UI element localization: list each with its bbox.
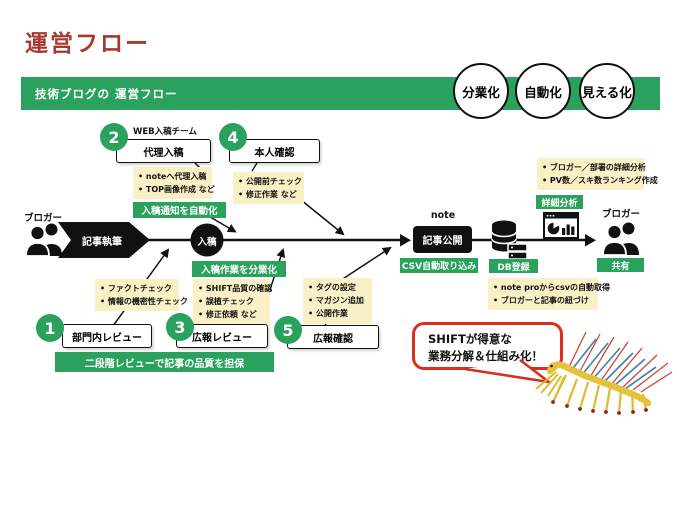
label-detail-analysis: 詳細分析 [536, 195, 583, 209]
badge-visualization: 見える化 [579, 63, 635, 119]
database-icon [491, 220, 527, 260]
label-two-stage-review: 二段階レビューで記事の品質を担保 [55, 352, 274, 372]
note-dept-review: ファクトチェック情報の機密性チェック [95, 279, 188, 312]
speech-bubble-text: SHIFTが得意な業務分解＆仕組み化！ [428, 332, 543, 364]
page-title: 運営フロー [25, 31, 150, 57]
badge-automation: 自動化 [515, 63, 571, 119]
bloggers-icon [26, 223, 62, 256]
note-proxy-submit: noteへ代理入稿TOP画像作成 など [133, 167, 215, 200]
step-2-box: 代理入稿 [116, 139, 211, 163]
step-5-box: 広報確認 [287, 325, 379, 349]
label-auto-notify: 入稿通知を自動化 [133, 202, 226, 218]
step-5-circle: 5 [274, 316, 302, 344]
step-1-circle: 1 [36, 314, 64, 342]
banner-label: 技術ブログの 運営フロー [35, 86, 178, 101]
publish-node: 記事公開 [413, 226, 472, 253]
step-3-circle: 3 [166, 313, 194, 341]
label-csv-import: CSV自動取り込み [400, 258, 478, 273]
web-team-label: WEB入稿チーム [133, 127, 197, 137]
step-2-circle: 2 [100, 123, 128, 151]
step-1-box: 部門内レビュー [62, 324, 152, 348]
step-4-circle: 4 [219, 123, 247, 151]
note-db: note proからcsvの自動取得ブロガーと記事の紐づけ [488, 278, 610, 311]
label-divide-work: 入稿作業を分業化 [192, 261, 286, 277]
note-analysis: ブロガー／部署の詳細分析PV数／スキ数ランキング作成 [537, 158, 658, 191]
submit-node-shape [190, 223, 224, 257]
write-chevron-shape [58, 222, 150, 258]
submit-node-label: 入稿 [197, 237, 217, 248]
badge-division: 分業化 [453, 63, 509, 119]
actor-right-label: ブロガー [601, 209, 640, 220]
bloggers-icon-right [603, 222, 639, 255]
label-db-register: DB登録 [489, 259, 538, 273]
dashboard-icon [543, 212, 579, 239]
write-node-label: 記事執筆 [82, 237, 122, 248]
speech-bubble: SHIFTが得意な業務分解＆仕組み化！ [412, 322, 563, 370]
actor-left-label: ブロガー [24, 213, 63, 224]
note-pr-review: SHIFT品質の確認誤植チェック修正依頼 など [193, 279, 272, 325]
note-platform-label: note [430, 210, 456, 221]
note-publish-work: タグの設定マガジン追加公開作業 [303, 278, 372, 324]
label-share: 共有 [597, 258, 644, 272]
note-self-check: 公開前チェック修正作業 など [233, 172, 304, 205]
